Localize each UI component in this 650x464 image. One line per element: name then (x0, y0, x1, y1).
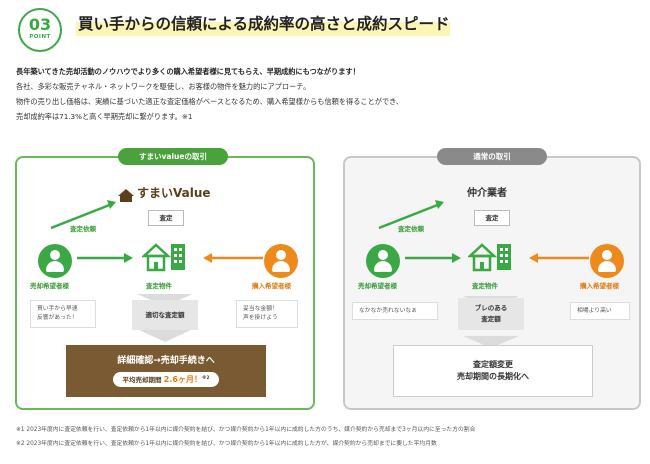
right-result-line-2: 売却期間の長期化へ (457, 372, 529, 381)
point-label: POINT (29, 34, 51, 40)
right-result-line-1: 査定額変更 (473, 360, 513, 369)
average-period-label: 平均売却期間 (122, 376, 162, 384)
proper-assessment-note: 適切な査定額 (132, 300, 198, 330)
point-number: 03 (28, 15, 52, 34)
buyer-reaction-note: 妥当な金額！ 声を掛けよう (236, 300, 298, 328)
right-request-label: 査定依頼 (398, 225, 424, 233)
right-buyer-label: 購入希望者様 (580, 282, 619, 290)
right-assessment-box: 査定 (474, 210, 510, 226)
seller-icon (38, 244, 72, 278)
intro-line-4: 売却成約率は71.3%と高く早期売却に繋がります。※1 (16, 112, 193, 121)
left-result-title: 詳細確認→売却手続きへ (117, 356, 215, 366)
footnote-ref-2: ※2 (201, 375, 210, 381)
buyer-icon (590, 244, 624, 278)
arrow-head-icon (107, 200, 116, 209)
intro-line-2: 各社、多彩な販売チャネル・ネットワークを駆使し、お客様の物件を魅力的にアプローチ… (16, 82, 311, 91)
footnote-1: ※1 2023年度内に査定依頼を行い、査定依頼から1年以内に媒介契約を結び、かつ… (16, 427, 476, 433)
left-property-label: 査定物件 (146, 282, 172, 290)
seller-reaction-note: 買い手から早速 反響があった！ (30, 300, 96, 328)
right-seller-label: 売却希望者様 (358, 282, 397, 290)
right-property-label: 査定物件 (472, 282, 498, 290)
property-icon (468, 243, 511, 272)
point-badge: 03 POINT (18, 8, 62, 52)
intro-line-1: 長年築いてきた売却活動のノウハウでより多くの購入希望者様に見てもらえ、早期成約に… (16, 67, 360, 76)
heading-highlight (76, 22, 450, 36)
left-flow-arrows (50, 200, 263, 342)
broker-label: 仲介業者 (467, 188, 507, 199)
left-seller-label: 売却希望者様 (30, 282, 69, 290)
sumai-value-tag: すまいvalueの取引 (118, 148, 228, 165)
sumai-value-logo: すまいValue (118, 184, 211, 202)
normal-transaction-tag: 通常の取引 (437, 148, 547, 165)
left-assessment-box: 査定 (148, 210, 184, 226)
intro-text: 長年築いてきた売却活動のノウハウでより多くの購入希望者様に見てもらえ、早期成約に… (16, 64, 636, 124)
average-period-value: 2.6ヶ月！ (163, 375, 202, 384)
footnote-2: ※2 2023年度内に査定依頼を行い、査定依頼から1年以内に媒介契約を結び、かつ… (16, 441, 437, 447)
buyer-icon (264, 244, 298, 278)
left-request-label: 査定依頼 (70, 225, 96, 233)
left-buyer-label: 購入希望者様 (252, 282, 291, 290)
buyer-complaint-note: 相場より高い (570, 302, 630, 320)
intro-line-3: 物件の売り出し価格は、実績に基づいた適正な査定価格がベースとなるため、購入希望様… (16, 97, 404, 106)
inconsistent-assessment-note: ブレのある 査定額 (458, 298, 524, 330)
property-icon (142, 243, 185, 272)
average-period-pill: 平均売却期間 2.6ヶ月！※2 (112, 372, 220, 387)
seller-icon (366, 244, 400, 278)
page-title: 買い手からの信頼による成約率の高さと成約スピード (78, 15, 450, 33)
left-result-box: 詳細確認→売却手続きへ 平均売却期間 2.6ヶ月！※2 (66, 345, 266, 397)
seller-complaint-note: なかなか売れないなぁ (352, 302, 438, 320)
right-result-box: 査定額変更 売却期間の長期化へ (393, 345, 593, 397)
house-logo-icon (118, 189, 134, 202)
brand-name: すまいValue (137, 186, 211, 200)
